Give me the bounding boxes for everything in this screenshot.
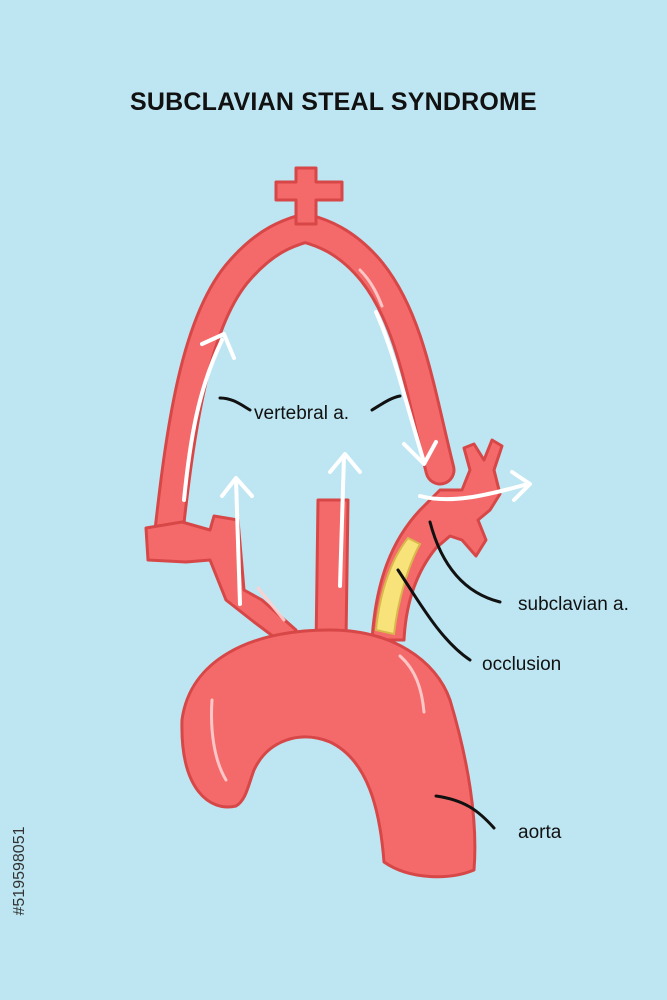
occlusion-plaque xyxy=(374,536,422,636)
label-vertebral: vertebral a. xyxy=(254,403,349,424)
leader-aorta xyxy=(434,794,496,830)
left-branch xyxy=(144,514,298,648)
highlights xyxy=(210,268,426,782)
flow-arrows xyxy=(182,310,532,606)
aortic-arch xyxy=(180,628,477,879)
leader-vertebral-right xyxy=(370,394,402,412)
label-aorta: aorta xyxy=(518,822,562,843)
label-occlusion: occlusion xyxy=(482,654,561,675)
arrow-left-vertebral-up xyxy=(182,338,224,502)
arrow-right-vertebral-down xyxy=(374,310,426,464)
stock-id-text: #519598051 xyxy=(11,826,28,916)
arrow-central-up xyxy=(338,454,346,588)
artery-system xyxy=(144,166,504,879)
leader-subclavian xyxy=(428,520,502,604)
label-subclavian: subclavian a. xyxy=(518,594,629,615)
leader-vertebral-left xyxy=(218,396,252,412)
basilar-top xyxy=(274,166,344,226)
leader-occlusion xyxy=(396,568,472,662)
leader-lines xyxy=(218,394,502,830)
arrow-subclavian-out xyxy=(418,482,530,502)
arrow-left-branch-up xyxy=(234,478,242,606)
diagram-title: SUBCLAVIAN STEAL SYNDROME xyxy=(130,88,537,116)
